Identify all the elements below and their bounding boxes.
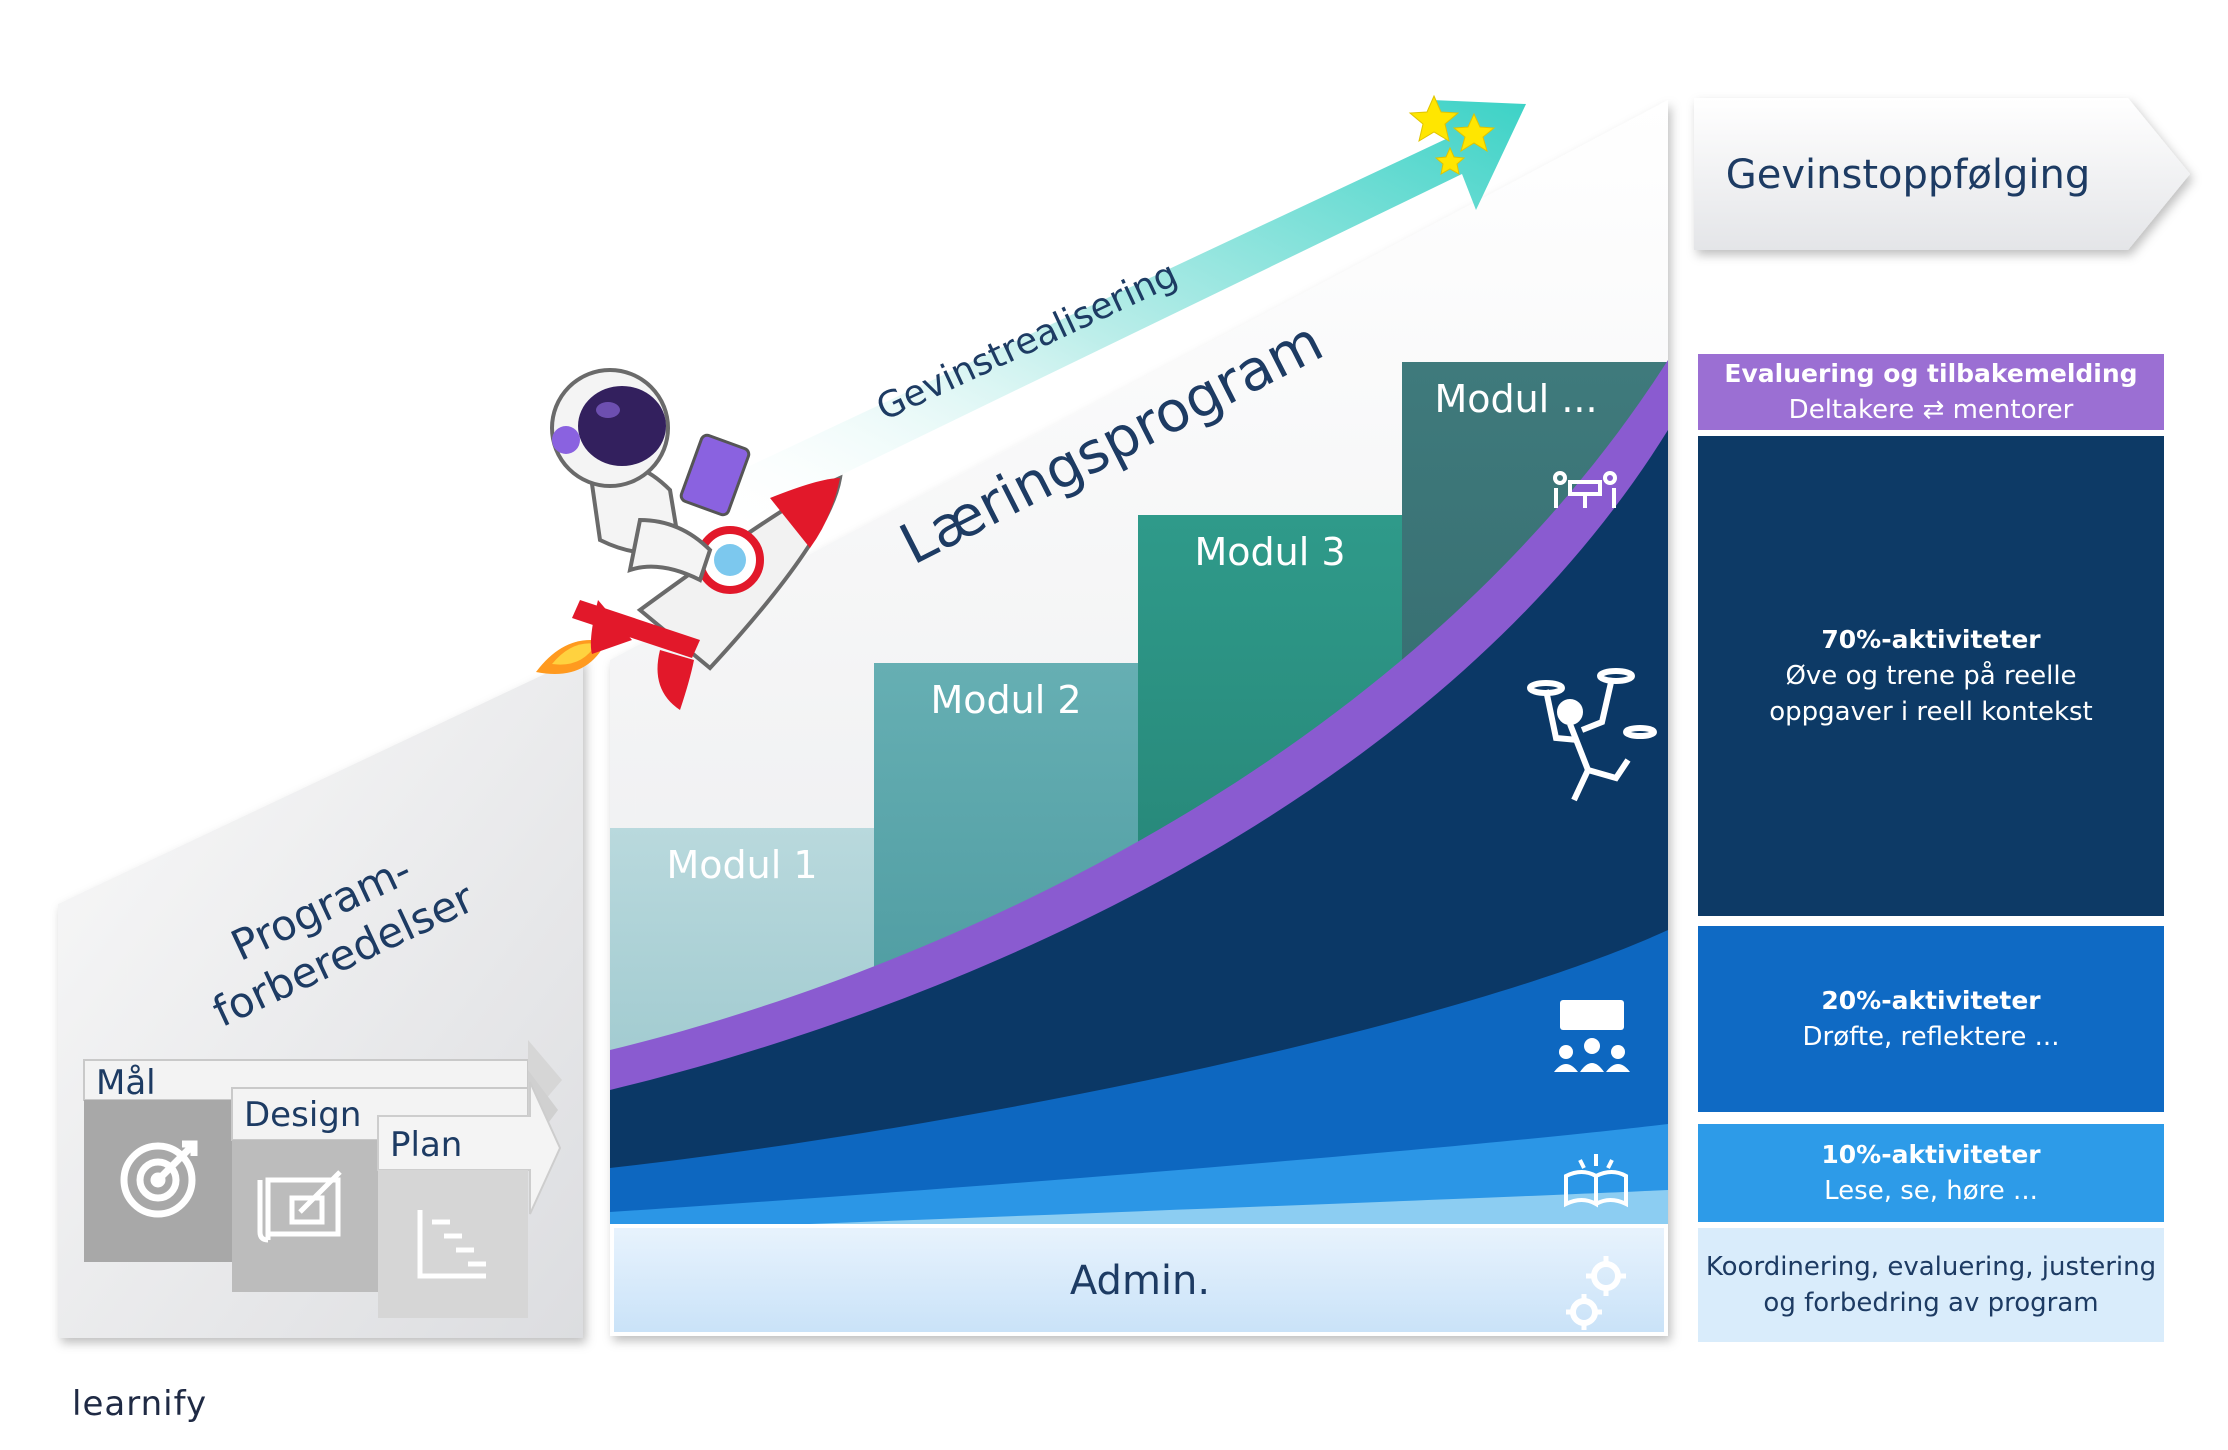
panel-evaluering-body: Deltakere ⇄ mentorer [1788, 395, 2074, 425]
panel-evaluering-heading: Evaluering og tilbakemelding [1724, 359, 2138, 388]
gevinstoppfolging-label: Gevinstoppfølging [1726, 152, 2090, 198]
discussion-icon [1554, 1000, 1630, 1072]
gantt-icon [417, 1210, 486, 1279]
panel-20: 20%-aktiviteter Drøfte, reflektere ... [1698, 926, 2164, 1112]
panel-70-body-1: Øve og trene på reelle [1785, 661, 2077, 691]
module-4-label: Modul ... [1434, 377, 1597, 421]
panel-20-heading: 20%-aktiviteter [1821, 986, 2041, 1015]
star-icons [1408, 94, 1496, 175]
admin-band [610, 1224, 1668, 1336]
panel-admin-desc-line-2: og forbedring av program [1763, 1288, 2099, 1318]
admin-label: Admin. [1070, 1258, 1210, 1304]
panel-admin-desc-line-1: Koordinering, evaluering, justering [1705, 1252, 2157, 1282]
meeting-icon [1553, 471, 1617, 508]
card-maal: Mål [83, 1040, 562, 1262]
target-icon [120, 1140, 198, 1218]
astronaut-rocket-illustration [536, 368, 843, 710]
card-plan: Plan [377, 1081, 562, 1318]
module-2-label: Modul 2 [930, 678, 1081, 722]
panel-70: 70%-aktiviteter Øve og trene på reelle o… [1698, 436, 2164, 916]
blueprint-icon [257, 1170, 342, 1243]
panel-admin-desc: Koordinering, evaluering, justering og f… [1698, 1228, 2164, 1342]
juggling-person-icon [1527, 668, 1657, 802]
panel-10-body: Lese, se, høre ... [1824, 1176, 2038, 1206]
panel-10: 10%-aktiviteter Lese, se, høre ... [1698, 1124, 2164, 1222]
learnify-logo: learnify [72, 1384, 208, 1424]
module-1-label: Modul 1 [666, 843, 817, 887]
card-design-label: Design [244, 1095, 361, 1135]
panel-evaluering: Evaluering og tilbakemelding Deltakere ⇄… [1698, 354, 2164, 430]
panel-70-heading: 70%-aktiviteter [1821, 625, 2041, 654]
gevinstoppfolging-header[interactable] [1694, 98, 2190, 250]
module-3-label: Modul 3 [1194, 530, 1345, 574]
panel-70-body-2: oppgaver i reell kontekst [1769, 697, 2093, 727]
card-plan-label: Plan [390, 1125, 462, 1165]
open-book-icon [1564, 1154, 1628, 1208]
panel-20-body: Drøfte, reflektere ... [1802, 1022, 2060, 1052]
card-maal-label: Mål [96, 1063, 156, 1103]
gears-icon [1566, 1256, 1626, 1330]
panel-10-heading: 10%-aktiviteter [1821, 1140, 2041, 1169]
gevinst-arrow [724, 100, 1526, 522]
